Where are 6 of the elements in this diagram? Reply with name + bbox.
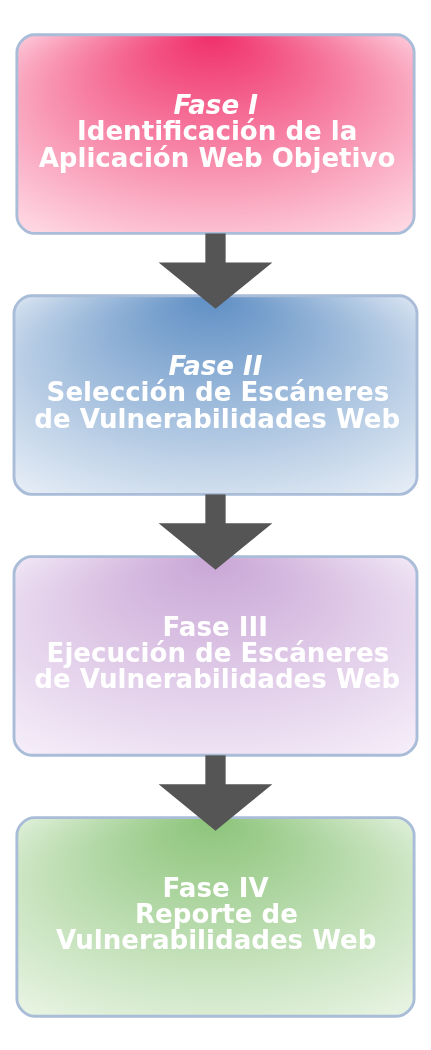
arrow — [158, 493, 273, 570]
arrow — [158, 754, 273, 831]
node-box: Fase I Identificación de la Aplicación Web Objetivo — [15, 32, 416, 235]
node-box: Fase II Selección de Escáneres de Vulnerabilidades Web — [12, 293, 419, 496]
arrow — [158, 232, 273, 309]
node-box: Fase IV Reporte de Vulnerabilidades Web — [15, 815, 416, 1018]
